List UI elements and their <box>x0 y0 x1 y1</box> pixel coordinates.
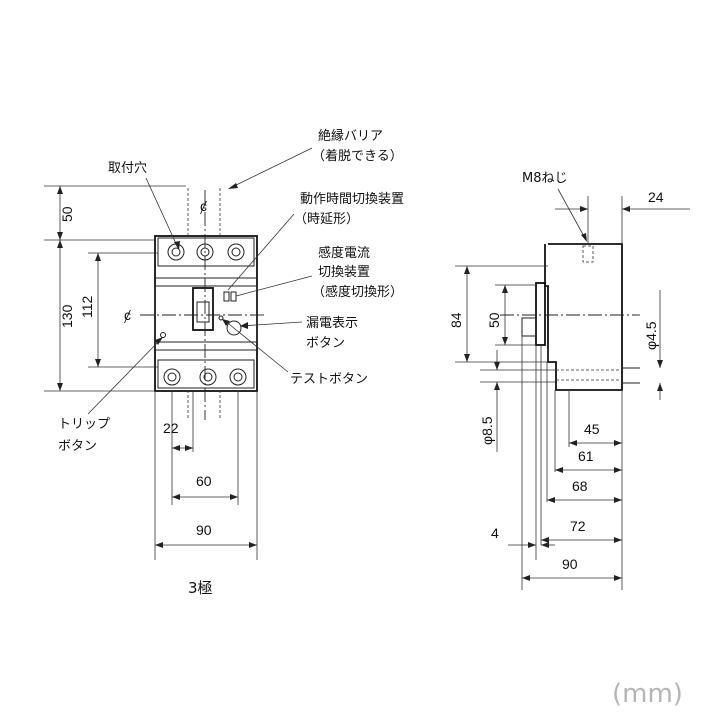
label-mount-hole: 取付穴 <box>108 161 147 176</box>
bottom-terminal-block <box>157 359 255 389</box>
poles-label: 3極 <box>188 579 213 597</box>
time-delay-switch <box>223 291 230 302</box>
dim-front-inner-height: 112 <box>79 295 95 318</box>
dim-side-84: 84 <box>448 312 464 328</box>
dim-front-width: 90 <box>196 522 212 538</box>
dim-front-top: 50 <box>59 206 75 222</box>
dim-side-50: 50 <box>486 312 502 328</box>
dim-side-4: 4 <box>491 525 499 541</box>
dim-side-45: 45 <box>584 421 600 437</box>
label-sensitivity-note: （感度切換形） <box>312 284 403 300</box>
front-body-outline <box>154 235 258 392</box>
label-insulation-barrier: 絶縁バリア <box>318 128 383 144</box>
front-centerline-symbol-h: ȼ <box>124 307 131 323</box>
dim-pole-pitch: 22 <box>163 420 179 436</box>
dim-side-90: 90 <box>562 556 578 572</box>
label-trip-line1: トリップ <box>58 417 110 432</box>
dim-screw-offset: 24 <box>648 189 664 205</box>
dim-side-61: 61 <box>578 448 594 464</box>
leak-indicator-button <box>226 320 242 336</box>
label-leak-indicator-line1: 漏電表示 <box>306 315 358 331</box>
dim-hole-8-5: φ8.5 <box>479 416 495 445</box>
label-insulation-barrier-note: （着脱できる） <box>312 148 403 164</box>
side-view: M8ねじ 24 84 50 φ4.5 <box>448 171 690 590</box>
label-test-button: テストボタン <box>290 372 368 387</box>
label-leak-indicator-line2: ボタン <box>306 336 345 351</box>
bottom-screws <box>163 368 247 386</box>
side-handle <box>535 282 546 346</box>
label-sensitivity-line2: 切換装置 <box>318 265 370 280</box>
side-top-screw <box>582 245 594 263</box>
dim-front-height: 130 <box>59 304 75 328</box>
sensitivity-switch <box>230 291 237 302</box>
test-button-mark <box>218 315 224 321</box>
top-terminal-block <box>157 237 255 267</box>
label-sensitivity-line1: 感度電流 <box>318 245 370 261</box>
unit-label: (mm) <box>612 679 683 709</box>
front-labels: 絶縁バリア （着脱できる） 取付穴 動作時間切換装置 （時延形） 感度電流 切換… <box>58 128 404 454</box>
front-centerline-symbol-v: ȼ <box>200 198 207 214</box>
label-trip-line2: ボタン <box>58 439 97 454</box>
label-screw: M8ねじ <box>522 171 568 186</box>
trip-button-mark <box>160 332 166 338</box>
dim-hole-4-5: φ4.5 <box>643 321 659 350</box>
label-time-delay-note: （時延形） <box>294 212 359 227</box>
front-view: ȼ ȼ 50 130 112 22 60 <box>44 185 265 597</box>
dim-side-68: 68 <box>572 478 588 494</box>
dim-mount-width: 60 <box>196 473 212 489</box>
front-panel <box>154 285 258 343</box>
handle <box>192 287 214 331</box>
side-body-outline <box>544 243 623 391</box>
dim-side-72: 72 <box>570 518 586 534</box>
label-time-delay-device: 動作時間切換装置 <box>300 192 404 207</box>
